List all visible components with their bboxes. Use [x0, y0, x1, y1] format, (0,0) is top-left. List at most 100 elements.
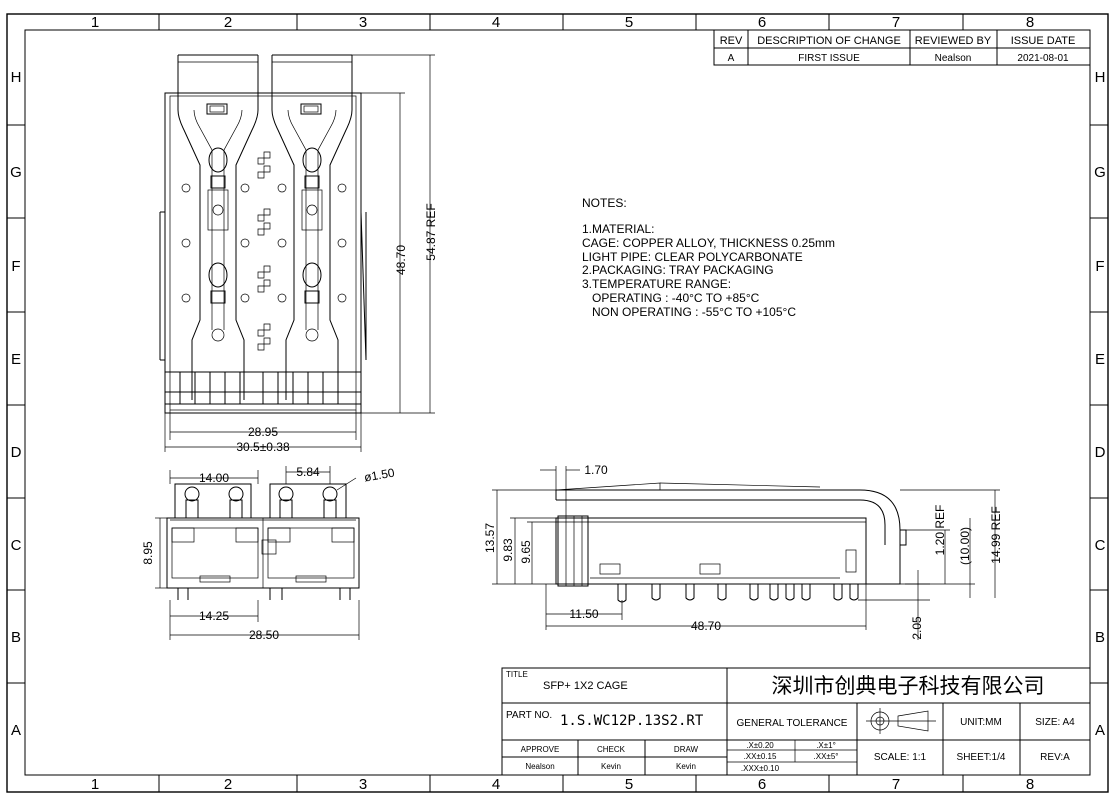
top-view-dimensions	[164, 54, 435, 452]
tolerance-2: .XX±0.15	[744, 752, 777, 761]
dim-pin-length: 2.05	[910, 616, 924, 640]
col-label: 6	[758, 14, 766, 31]
row-label: A	[11, 722, 21, 739]
row-label: G	[10, 164, 22, 181]
note-line: NON OPERATING : -55°C TO +105°C	[582, 305, 796, 319]
dim-height-ref: 54.87 REF	[424, 203, 438, 260]
dim-pitch-top: 14.00	[199, 471, 229, 485]
issue-date-value: 2021-08-01	[1017, 53, 1069, 64]
row-label: C	[1095, 537, 1106, 554]
revision-table: REV DESCRIPTION OF CHANGE REVIEWED BY IS…	[713, 29, 1091, 66]
part-no-label: PART NO.	[506, 710, 552, 721]
col-label: 7	[892, 14, 900, 31]
dim-r3: 14.99 REF	[989, 506, 1003, 563]
note-line: LIGHT PIPE: CLEAR POLYCARBONATE	[582, 250, 803, 264]
col-label: 4	[492, 14, 500, 31]
row-label: A	[1095, 722, 1105, 739]
row-label: D	[1095, 444, 1106, 461]
row-label: B	[11, 629, 21, 646]
drawing-title: SFP+ 1X2 CAGE	[543, 680, 628, 692]
reviewed-by-value: Nealson	[935, 53, 972, 64]
title-label: TITLE	[506, 670, 528, 679]
dim-outer-width: 30.5±0.38	[236, 440, 290, 454]
col-label: 2	[224, 776, 232, 793]
dim-r2: (10.00)	[958, 527, 972, 565]
title-block: TITLE SFP+ 1X2 CAGE 深圳市创典电子科技有限公司 PART N…	[501, 667, 1091, 776]
reviewed-by-header: REVIEWED BY	[915, 35, 992, 47]
dim-front-width: 28.50	[249, 628, 279, 642]
row-label: E	[1095, 351, 1105, 368]
row-label: F	[1095, 258, 1104, 275]
dim-h2: 9.83	[501, 538, 515, 562]
note-line: OPERATING : -40°C TO +85°C	[582, 291, 760, 305]
col-label: 1	[91, 776, 99, 793]
side-view: 1.70 13.57 9.83 9.65 11.50 48.70 2.05 1.…	[483, 463, 1003, 640]
issue-date-header: ISSUE DATE	[1011, 35, 1076, 47]
light-pipe-left	[177, 54, 259, 400]
tolerance-3: .XXX±0.10	[741, 764, 780, 773]
col-label: 8	[1026, 14, 1034, 31]
row-labels-left: H G F E D C B A	[10, 69, 22, 739]
vent-holes	[181, 151, 347, 351]
part-number: 1.S.WC12P.13S2.RT	[560, 713, 704, 729]
description-value: FIRST ISSUE	[798, 53, 860, 64]
approve-label: APPROVE	[521, 745, 560, 754]
row-labels-right: H G F E D C B A	[1094, 69, 1106, 739]
dim-lp-offset: 1.70	[584, 463, 608, 477]
draw-label: DRAW	[674, 745, 699, 754]
row-label: G	[1094, 164, 1106, 181]
row-label: H	[11, 69, 22, 86]
dim-front-height: 8.95	[141, 541, 155, 565]
top-view: 48.70 54.87 REF 28.95 30.5±0.38	[159, 54, 438, 454]
dim-pitch-bottom: 14.25	[199, 609, 229, 623]
col-label: 3	[359, 14, 367, 31]
unit-label: UNIT:MM	[960, 717, 1002, 728]
note-line: CAGE: COPPER ALLOY, THICKNESS 0.25mm	[582, 236, 835, 250]
projection-symbol-icon	[866, 708, 936, 734]
scale-label: SCALE: 1:1	[874, 752, 927, 763]
dim-pin-offset: 11.50	[569, 607, 598, 621]
row-label: C	[11, 537, 22, 554]
sheet-label: SHEET:1/4	[957, 752, 1006, 763]
dim-height: 48.70	[394, 245, 408, 275]
col-label: 2	[224, 14, 232, 31]
description-header: DESCRIPTION OF CHANGE	[757, 35, 901, 47]
notes-title: NOTES:	[582, 196, 627, 210]
dim-inner-width: 28.95	[248, 425, 278, 439]
dim-lp-dia: ø1.50	[363, 465, 396, 484]
row-label: B	[1095, 629, 1105, 646]
size-label: SIZE: A4	[1035, 717, 1075, 728]
general-tolerance-label: GENERAL TOLERANCE	[737, 718, 848, 729]
note-line: 1.MATERIAL:	[582, 222, 654, 236]
check-value: Kevin	[601, 762, 621, 771]
row-label: E	[11, 351, 21, 368]
col-label: 5	[625, 14, 633, 31]
note-line: 3.TEMPERATURE RANGE:	[582, 277, 731, 291]
tolerance-angle-1: .X±1°	[816, 741, 836, 750]
dim-r1: 1.20 REF	[933, 505, 947, 556]
rev-header: REV	[720, 35, 743, 47]
col-label: 7	[892, 776, 900, 793]
col-label: 1	[91, 14, 99, 31]
col-label: 6	[758, 776, 766, 793]
front-view: 14.00 5.84 ø1.50 8.95 14.25 28.50	[141, 465, 396, 642]
front-edge	[164, 371, 362, 405]
row-label: F	[11, 258, 20, 275]
dim-lp-spacing: 5.84	[296, 465, 320, 479]
rev-label: REV:A	[1040, 752, 1070, 763]
col-label: 5	[625, 776, 633, 793]
draw-value: Kevin	[676, 762, 696, 771]
col-label: 8	[1026, 776, 1034, 793]
approve-value: Nealson	[525, 762, 554, 771]
tolerance-angle-2: .XX±5°	[814, 752, 839, 761]
dim-h1: 13.57	[483, 523, 497, 553]
company-name: 深圳市创典电子科技有限公司	[772, 674, 1045, 698]
row-label: H	[1095, 69, 1106, 86]
notes: NOTES: 1.MATERIAL: CAGE: COPPER ALLOY, T…	[582, 196, 835, 319]
light-pipe-right	[271, 54, 353, 400]
col-label: 3	[359, 776, 367, 793]
row-label: D	[11, 444, 22, 461]
dim-h3: 9.65	[519, 540, 533, 564]
column-labels-bottom: 1 2 3 4 5 6 7 8	[91, 776, 1034, 793]
